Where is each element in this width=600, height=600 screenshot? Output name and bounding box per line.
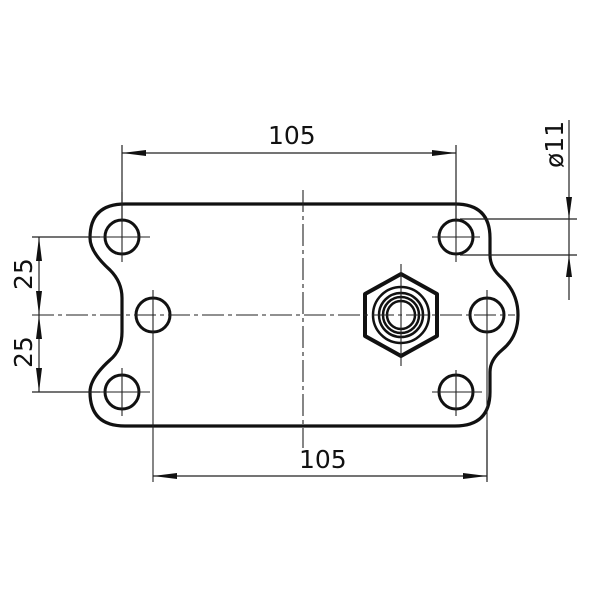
hole-bottom-left: [98, 368, 150, 416]
dimension-top-width-label: 105: [268, 121, 316, 150]
dimension-left-spacing: [32, 236, 100, 393]
dimension-hole-diameter-label: ø11: [540, 121, 569, 168]
dimension-left-lower-label: 25: [9, 336, 38, 368]
dimension-bottom-width: [153, 430, 488, 482]
dimension-hole-diameter: [460, 120, 577, 300]
dimension-left-upper-label: 25: [9, 258, 38, 290]
plate-outline: [88, 202, 520, 428]
hole-bottom-right: [432, 370, 482, 416]
dimension-top-width: [121, 145, 457, 222]
dimension-bottom-width-label: 105: [299, 445, 347, 474]
